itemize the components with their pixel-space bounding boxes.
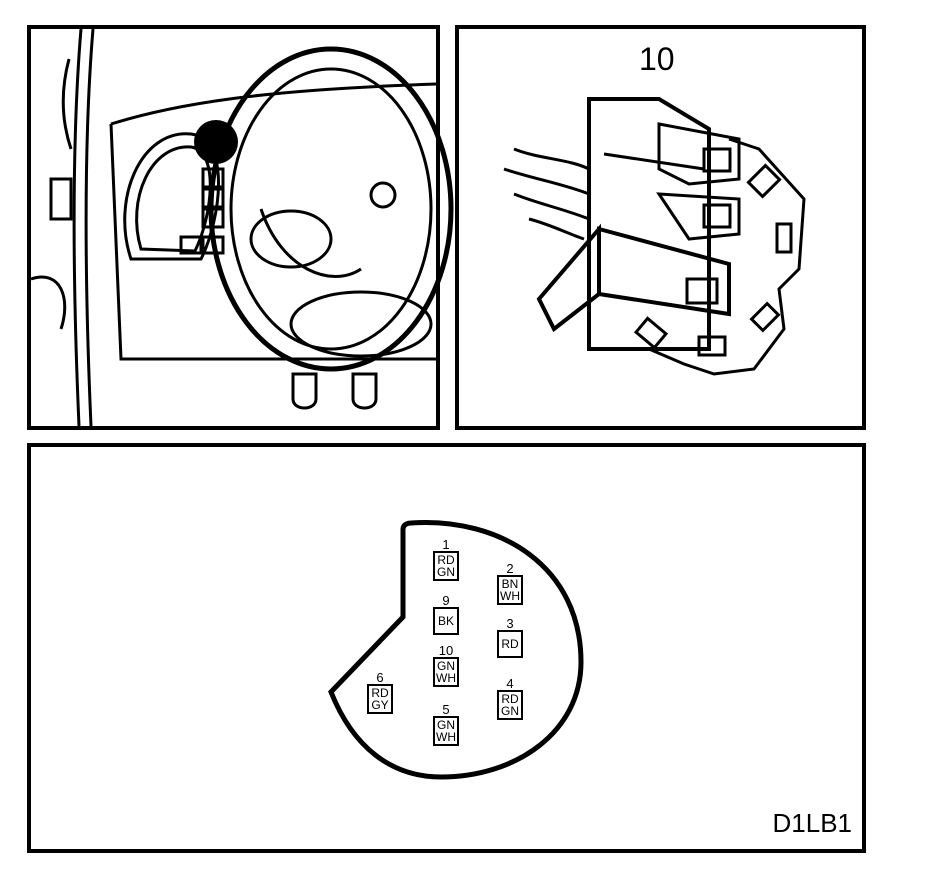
- pin-number: 1: [442, 537, 450, 552]
- connector-illustration: [503, 97, 806, 376]
- wire-color-code: GN: [437, 565, 455, 579]
- dashboard-illustration: [30, 28, 454, 427]
- wire-color-code: RD: [501, 637, 519, 651]
- pin-number: 10: [438, 643, 454, 658]
- pin-color-box: RD: [497, 630, 523, 658]
- wire-color-code: WH: [436, 730, 456, 744]
- wire-color-code: BK: [437, 614, 454, 628]
- component-location-marker: [194, 120, 238, 164]
- connector-face-outline: [328, 520, 584, 780]
- pin-number: 2: [506, 561, 514, 576]
- pin-number: 9: [442, 593, 450, 608]
- wire-color-code: RD: [437, 553, 455, 567]
- wire-color-code: BN: [501, 577, 519, 591]
- wire-color-code: GN: [437, 659, 455, 673]
- pin-number: 6: [376, 670, 384, 685]
- wire-color-code: WH: [436, 671, 456, 685]
- wire-color-code: GN: [437, 718, 455, 732]
- wire-color-code: RD: [371, 686, 389, 700]
- reference-code: D1LB1: [772, 808, 853, 838]
- pin-number: 3: [506, 616, 514, 631]
- pin-number: 4: [506, 676, 514, 691]
- pin-color-box: BK: [433, 607, 459, 635]
- connector-view-panel: 10: [455, 25, 866, 430]
- location-view-panel: [27, 25, 454, 430]
- wire-color-code: RD: [501, 692, 519, 706]
- connector-number: 10: [639, 41, 675, 77]
- wire-color-code: GN: [501, 704, 519, 718]
- wire-color-code: WH: [500, 589, 520, 603]
- wire-color-code: GY: [371, 698, 389, 712]
- pin-number: 5: [442, 702, 450, 717]
